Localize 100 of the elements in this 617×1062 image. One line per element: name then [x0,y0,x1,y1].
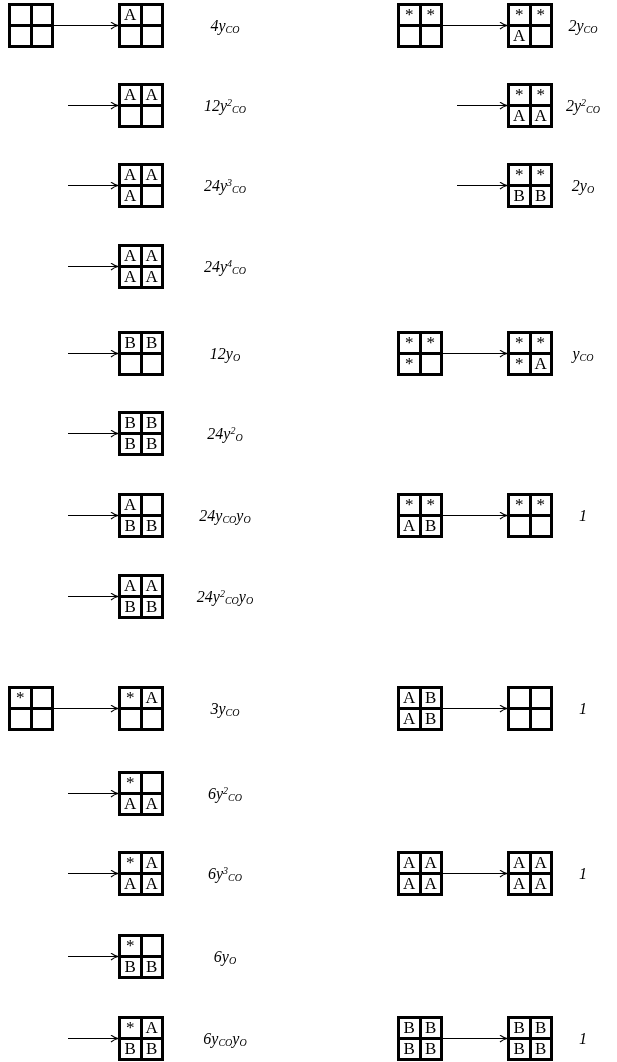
lattice-cell: B [121,958,140,976]
lattice-grid [118,244,164,289]
lattice-grid [118,686,164,731]
lattice-cell: B [531,1019,550,1037]
lattice-cell: * [510,334,529,352]
lattice-cell: A [400,710,419,728]
lattice-grid [507,493,553,538]
lattice-cell [142,187,161,205]
lattice-cell: A [142,247,161,265]
lattice-cell: * [421,496,440,514]
lattice-cell [142,6,161,24]
lattice-cell: * [531,334,550,352]
lattice-cell: A [531,107,550,125]
lattice-cell: * [121,854,140,872]
lattice-grid [507,83,553,128]
lattice-cell: * [121,689,140,707]
lattice-grid [507,1016,553,1061]
weight-label: 1 [579,698,587,719]
lattice-cell: * [121,937,140,955]
lattice-grid [118,163,164,208]
lattice-cell [121,355,140,373]
weight-label: 6y$_{CO}$y$_{O}$ [203,1028,247,1050]
lattice-grid [507,163,553,208]
lattice-cell: A [142,854,161,872]
lattice-cell [531,27,550,45]
lattice-cell: * [11,689,30,707]
lattice-cell: A [121,795,140,813]
lattice-cell: B [121,1040,140,1058]
lattice-cell [531,689,550,707]
lattice-cell: A [121,577,140,595]
lattice-cell: * [121,774,140,792]
lattice-cell: B [510,187,529,205]
lattice-cell: A [142,875,161,893]
lattice-cell: A [531,854,550,872]
lattice-cell: B [510,1019,529,1037]
lattice-cell: A [121,875,140,893]
lattice-grid [507,3,553,48]
lattice-grid [397,493,443,538]
lattice-cell [11,6,30,24]
lattice-cell [510,517,529,535]
lattice-cell: B [121,435,140,453]
weight-label: 3y$_{CO}$ [210,698,240,720]
lattice-grid [118,411,164,456]
weight-label: 24y$_{CO}$y$_{O}$ [199,505,251,527]
weight-label: y$_{CO}$ [572,343,594,365]
lattice-cell: A [142,795,161,813]
lattice-cell [531,517,550,535]
lattice-cell: A [121,86,140,104]
weight-label: 2y$_{O}$ [571,175,595,197]
lattice-cell: B [421,689,440,707]
lattice-cell: B [421,1040,440,1058]
lattice-cell: A [421,875,440,893]
weight-label: 1 [579,505,587,526]
lattice-cell: * [510,355,529,373]
lattice-cell [400,27,419,45]
lattice-grid [8,3,54,48]
lattice-cell: B [510,1040,529,1058]
lattice-cell: * [510,6,529,24]
lattice-cell: * [510,166,529,184]
lattice-cell: A [121,247,140,265]
lattice-cell: * [400,496,419,514]
lattice-cell: B [400,1019,419,1037]
lattice-cell: * [400,334,419,352]
lattice-cell [32,710,51,728]
lattice-cell [142,355,161,373]
lattice-cell: A [121,496,140,514]
lattice-grid [118,3,164,48]
lattice-cell: A [142,1019,161,1037]
lattice-cell: B [142,517,161,535]
lattice-cell: * [421,6,440,24]
lattice-cell [142,27,161,45]
lattice-cell: B [121,598,140,616]
weight-label: 2y$_{CO}$ [568,15,598,37]
lattice-cell: A [510,854,529,872]
lattice-grid [118,574,164,619]
lattice-cell: * [400,355,419,373]
lattice-cell: B [531,1040,550,1058]
lattice-cell: A [531,355,550,373]
lattice-cell: A [142,689,161,707]
lattice-cell [11,27,30,45]
lattice-cell: A [121,268,140,286]
lattice-cell: A [142,268,161,286]
lattice-cell: B [142,414,161,432]
lattice-cell: A [510,27,529,45]
lattice-grid [507,851,553,896]
lattice-cell: A [510,875,529,893]
lattice-grid [397,1016,443,1061]
lattice-cell: * [510,86,529,104]
lattice-grid [397,3,443,48]
lattice-cell [142,937,161,955]
lattice-cell: B [121,517,140,535]
lattice-grid [118,1016,164,1061]
lattice-cell [142,774,161,792]
lattice-cell: * [421,334,440,352]
lattice-cell [121,27,140,45]
lattice-grid [118,934,164,979]
lattice-cell: B [142,958,161,976]
lattice-grid [118,771,164,816]
lattice-cell: A [121,187,140,205]
lattice-cell [142,710,161,728]
